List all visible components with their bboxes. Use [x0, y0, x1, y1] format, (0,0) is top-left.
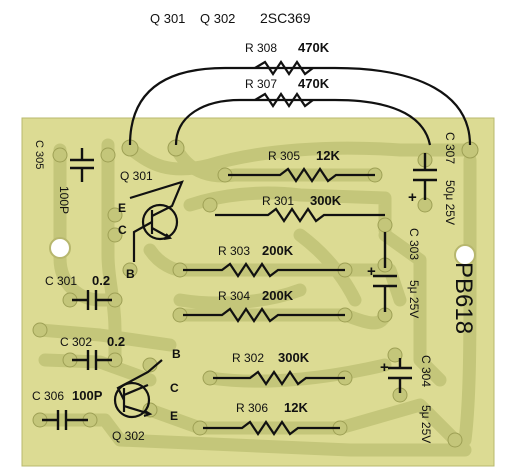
label-q302-ref: Q 302: [112, 429, 145, 443]
header-q301: Q 301: [150, 11, 185, 26]
label-r303-value: 200K: [262, 243, 294, 258]
pad: [417, 197, 433, 213]
label-r307-value: 470K: [298, 76, 330, 91]
capacitor-c306: [42, 410, 88, 430]
capacitor-c307: [413, 153, 437, 200]
plus-c307: +: [408, 189, 417, 206]
label-r301-value: 300K: [310, 193, 342, 208]
label-r306-ref: R 306: [236, 401, 268, 415]
resistor-r304: [183, 307, 345, 323]
label-q302-e: E: [170, 409, 178, 423]
label-r308-ref: R 308: [245, 41, 277, 55]
capacitor-c305: [70, 148, 94, 182]
pad: [107, 227, 123, 243]
label-c302-value: 0.2: [107, 334, 125, 349]
jumper-wires: [128, 66, 472, 146]
pad: [447, 432, 463, 448]
capacitor-c302: [72, 350, 112, 370]
resistor-r302: [213, 370, 345, 386]
pad: [100, 147, 116, 163]
label-c306-value: 100P: [72, 388, 103, 403]
label-c304-ref: C 304: [419, 355, 433, 387]
capacitor-c303: [373, 232, 397, 312]
label-r304-value: 200K: [262, 288, 294, 303]
mounting-hole: [49, 237, 71, 259]
label-c301-value: 0.2: [92, 273, 110, 288]
solder-pads: [32, 139, 479, 448]
header-part: 2SC369: [260, 10, 311, 26]
resistor-r301: [215, 207, 385, 223]
plus-c303: +: [367, 263, 376, 280]
label-c303-value: 5μ 25V: [407, 280, 421, 318]
resistor-symbols: [183, 60, 385, 436]
capacitor-symbols: [42, 148, 437, 430]
label-r306-value: 12K: [284, 400, 308, 415]
plus-c304: +: [380, 359, 389, 376]
resistor-r305: [228, 167, 375, 183]
label-r302-ref: R 302: [232, 351, 264, 365]
pad: [107, 207, 123, 223]
pad: [387, 347, 403, 363]
transistor-q301: [129, 180, 184, 262]
resistor-r306: [203, 420, 340, 436]
header-q302: Q 302: [200, 11, 235, 26]
pad: [202, 197, 218, 213]
label-r304-ref: R 304: [218, 289, 250, 303]
label-c305-ref: C 305: [33, 140, 45, 169]
capacitor-c301: [72, 290, 112, 310]
label-r305-ref: R 305: [268, 149, 300, 163]
label-q302-c: C: [170, 381, 179, 395]
label-c305-value: 100P: [57, 186, 71, 214]
label-q302-b: B: [172, 347, 181, 361]
label-c304-value: 5μ 25V: [419, 405, 433, 443]
capacitor-c304: [388, 358, 412, 393]
pad: [32, 322, 48, 338]
label-c306-ref: C 306: [32, 389, 64, 403]
label-c301-ref: C 301: [45, 274, 77, 288]
label-r303-ref: R 303: [218, 244, 250, 258]
pad: [52, 147, 68, 163]
label-q301-ref: Q 301: [120, 169, 153, 183]
label-c307-ref: C 307: [443, 132, 457, 164]
resistor-r308: [254, 60, 314, 76]
label-r302-value: 300K: [278, 350, 310, 365]
label-c303-ref: C 303: [407, 228, 421, 260]
label-q301-e: E: [118, 201, 126, 215]
label-c307-value: 50μ 25V: [443, 180, 457, 225]
pad: [377, 217, 393, 233]
label-c302-ref: C 302: [60, 335, 92, 349]
board-label: PB618: [450, 262, 477, 334]
label-q301-b: B: [126, 267, 135, 281]
label-r308-value: 470K: [298, 40, 330, 55]
resistor-r303: [183, 262, 345, 278]
label-r301-ref: R 301: [262, 194, 294, 208]
pad: [122, 262, 138, 278]
transistor-q302: [113, 359, 163, 419]
label-r307-ref: R 307: [245, 77, 277, 91]
resistor-r307: [254, 92, 314, 108]
label-q301-c: C: [118, 223, 127, 237]
mounting-hole: [454, 244, 476, 266]
label-r305-value: 12K: [316, 148, 340, 163]
